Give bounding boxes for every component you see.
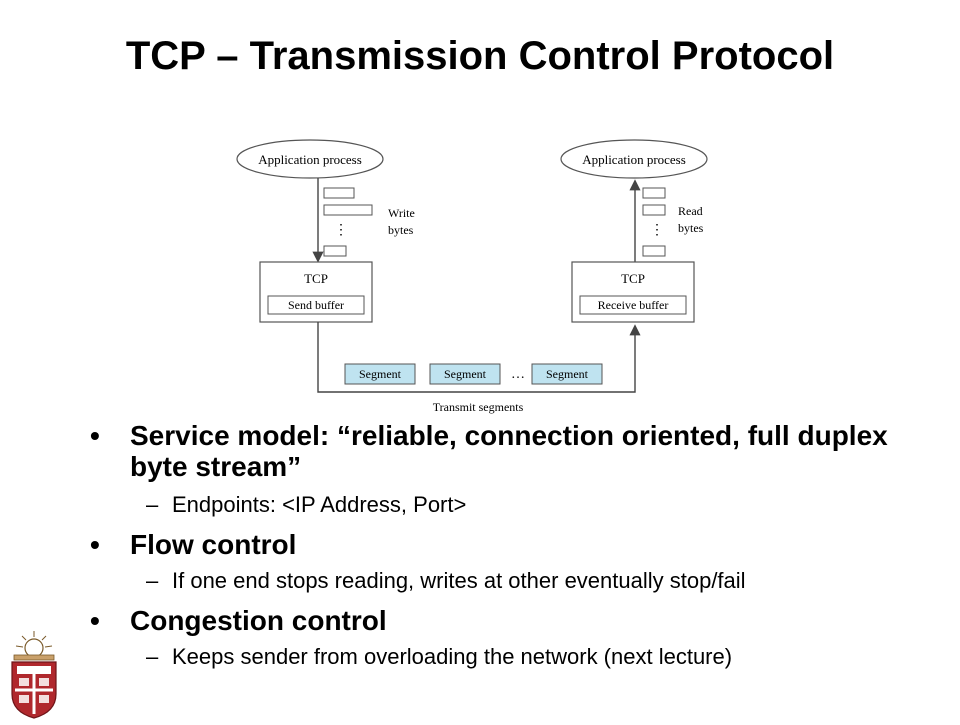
bullet-dot: • [90,605,100,636]
sub-bullet-dash: – [146,492,159,517]
sub-bullet-endpoints: – Endpoints: <IP Address, Port> [90,493,930,517]
read-byte-3 [642,245,666,257]
segment-box-1 [344,363,416,385]
sub-bullet-dash: – [146,644,159,669]
read-byte-2 [642,204,666,216]
transmit-path [317,322,641,393]
bullet-dot: • [90,529,100,560]
read-byte-1 [642,187,666,199]
send-buffer-box [267,295,365,315]
sub-bullet-flow-detail: – If one end stops reading, writes at ot… [90,569,930,593]
read-dots: ⋮ [650,223,664,238]
write-byte-2 [323,204,373,216]
segment-box-3 [531,363,603,385]
left-app-label: Application process [258,152,362,167]
right-tcp-label: TCP [621,271,645,286]
write-label-1: Write [388,206,415,220]
slide-title: TCP – Transmission Control Protocol [125,34,835,78]
tcp-diagram: Application process Application process … [230,138,720,418]
bullet-text: Congestion control [130,605,387,636]
shield-icon [11,661,57,719]
bullet-text: Service model: “reliable, connection ori… [130,420,888,482]
bullet-congestion-control: • Congestion control [90,605,930,636]
bullet-list: • Service model: “reliable, connection o… [90,420,930,669]
sub-bullet-text: If one end stops reading, writes at othe… [172,568,746,593]
bullet-flow-control: • Flow control [90,529,930,560]
write-byte-1 [323,187,355,199]
receive-buffer-label: Receive buffer [598,298,669,312]
sub-bullet-congestion-detail: – Keeps sender from overloading the netw… [90,645,930,669]
read-label-2: bytes [678,221,704,235]
bullet-service-model: • Service model: “reliable, connection o… [90,420,930,482]
sun-crest-icon [13,631,55,661]
sub-bullet-dash: – [146,568,159,593]
transmit-label: Transmit segments [433,400,524,414]
university-shield-logo [6,628,62,720]
segment-ellipsis: … [511,367,525,382]
read-label-1: Read [678,204,703,218]
bullet-text: Flow control [130,529,297,560]
receive-buffer-box [579,295,687,315]
right-app-ellipse [560,139,708,179]
segment-box-2 [429,363,501,385]
right-app-label: Application process [582,152,686,167]
write-byte-3 [323,245,347,257]
left-tcp-label: TCP [304,271,328,286]
write-dots: ⋮ [334,223,348,238]
send-buffer-label: Send buffer [288,298,344,312]
segment-label-3: Segment [546,367,589,381]
left-app-ellipse [236,139,384,179]
write-label-2: bytes [388,223,414,237]
segment-label-2: Segment [444,367,487,381]
segment-label-1: Segment [359,367,402,381]
bullet-dot: • [90,420,100,451]
sub-bullet-text: Endpoints: <IP Address, Port> [172,492,467,517]
sub-bullet-text: Keeps sender from overloading the networ… [172,644,733,669]
